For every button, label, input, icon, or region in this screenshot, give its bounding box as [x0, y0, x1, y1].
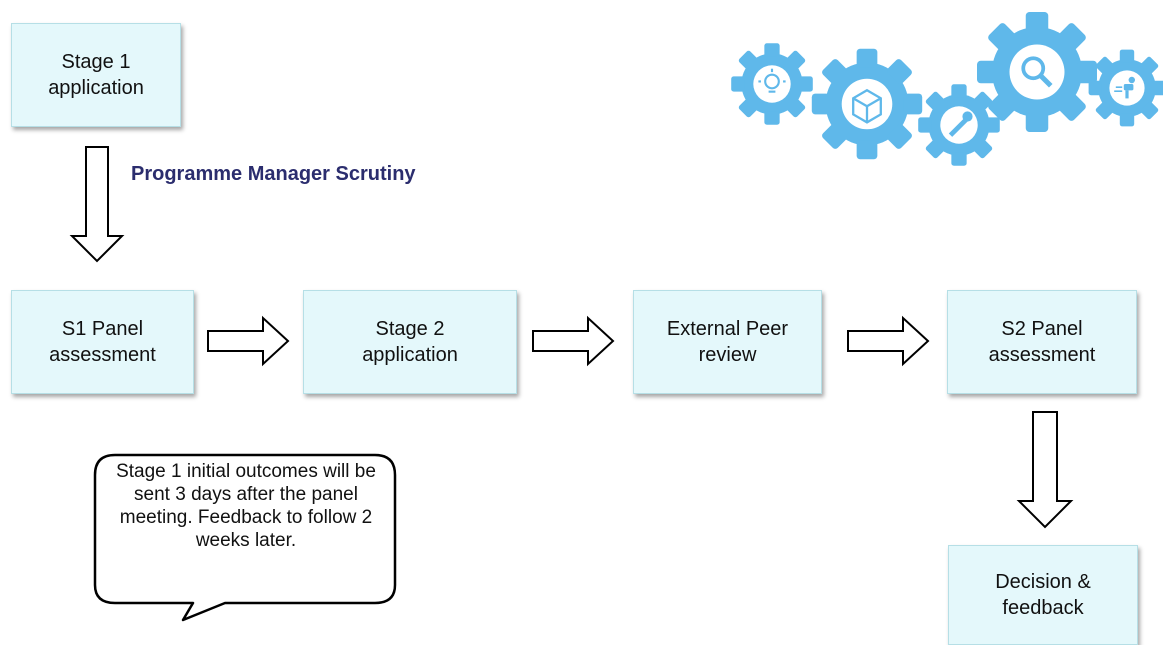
stage1-application-box: Stage 1 application: [11, 23, 181, 127]
stage2-application-box: Stage 2 application: [303, 290, 517, 394]
decision-feedback-box: Decision & feedback: [948, 545, 1138, 645]
stage2-application-label: Stage 2 application: [362, 318, 458, 366]
gear-wrench: [918, 84, 1000, 166]
external-peer-review-box: External Peer review: [633, 290, 822, 394]
arrow-down-2: [1016, 411, 1074, 529]
magnifier-icon: [1021, 56, 1053, 88]
lightbulb-icon: [758, 68, 786, 93]
gear-magnifier: [977, 12, 1097, 132]
s2-panel-assessment-box: S2 Panel assessment: [947, 290, 1137, 394]
s1-panel-assessment-label: S1 Panel assessment: [49, 318, 156, 366]
callout-text: Stage 1 initial outcomes will be sent 3 …: [116, 461, 376, 551]
arrow-right-2: [532, 315, 615, 367]
arrow-right-1: [207, 315, 290, 367]
wrench-icon: [948, 111, 973, 137]
arrow-down-1: [69, 146, 125, 263]
gear-cube: [811, 48, 923, 160]
cube-icon: [852, 88, 882, 124]
external-peer-review-label: External Peer review: [666, 318, 789, 366]
s2-panel-assessment-label: S2 Panel assessment: [988, 318, 1096, 366]
arrow-right-3: [847, 315, 930, 367]
programme-manager-scrutiny-label: Programme Manager Scrutiny: [131, 163, 416, 185]
s1-panel-assessment-box: S1 Panel assessment: [11, 290, 194, 394]
callout-bubble: [93, 453, 397, 622]
person-running-icon: [1114, 76, 1135, 99]
gear-lightbulb: [731, 43, 813, 125]
stage1-application-label: Stage 1 application: [48, 51, 144, 99]
gear-person: [1088, 49, 1163, 127]
decision-feedback-label: Decision & feedback: [995, 571, 1091, 619]
